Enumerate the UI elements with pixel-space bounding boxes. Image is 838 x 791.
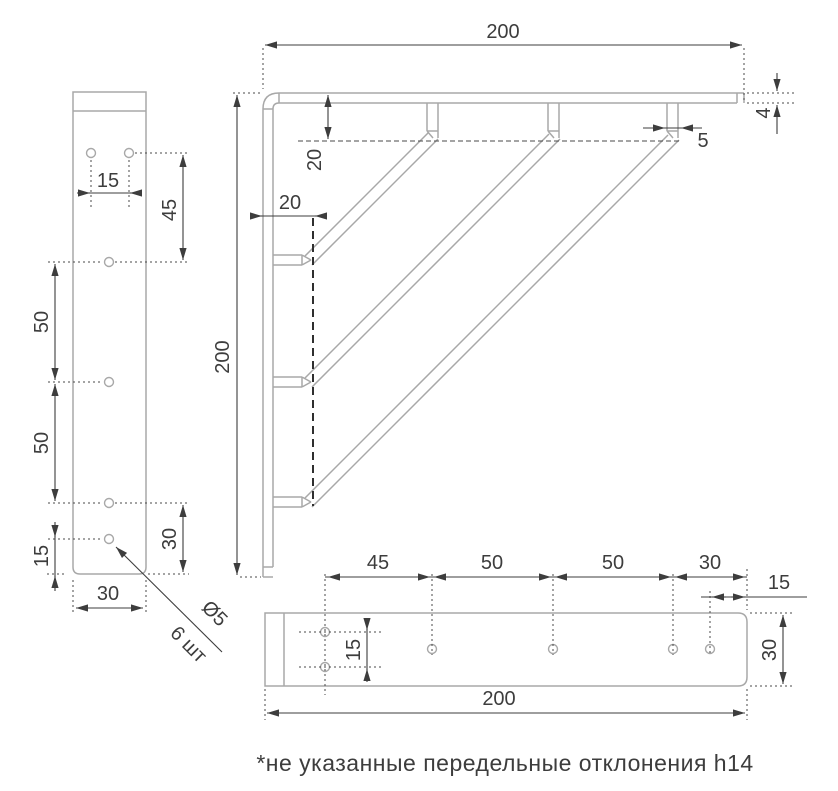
- front-hole-4: [103, 376, 115, 388]
- front-view-centerlines: [47, 152, 189, 614]
- strut-stub-1: [273, 254, 312, 266]
- dim-bottom-15-left: 15: [343, 639, 365, 661]
- diagonal-strut-1: [304, 132, 439, 266]
- dim-front-45: 45: [159, 199, 181, 221]
- strut-tab-1: [426, 103, 439, 139]
- dim-bottom-30: 30: [699, 552, 721, 574]
- dim-side-20-horizontal: 20: [279, 192, 301, 214]
- front-hole-2: [123, 147, 135, 159]
- front-view-dimensions: [51, 155, 223, 653]
- side-view-reference-lines: [233, 48, 796, 578]
- strut-stub-3: [273, 496, 312, 508]
- front-hole-1: [85, 147, 97, 159]
- front-hole-5: [103, 497, 115, 509]
- dim-front-50-upper: 50: [31, 311, 53, 333]
- dim-front-30-width: 30: [97, 583, 119, 605]
- dim-side-5: 5: [697, 130, 708, 152]
- tolerance-note: *не указанные передельные отклонения h14: [256, 750, 753, 776]
- dim-bottom-30-right: 30: [759, 639, 781, 661]
- dim-front-15-bottom: 15: [31, 545, 53, 567]
- bottom-hole-6: [704, 643, 716, 655]
- front-hole-3: [103, 256, 115, 268]
- diagonal-strut-2: [304, 133, 561, 388]
- leader-hole-count: 6 шт: [166, 622, 211, 667]
- bottom-view-dimensions: [267, 573, 807, 717]
- strut-tab-2: [547, 103, 560, 139]
- dim-bottom-45: 45: [367, 552, 389, 574]
- side-view-dimensions: [233, 41, 781, 575]
- dim-bottom-50-second: 50: [602, 552, 624, 574]
- diagonal-strut-3: [304, 134, 680, 508]
- dim-side-200-top: 200: [486, 21, 519, 43]
- dim-side-200-left: 200: [212, 340, 234, 373]
- dim-bottom-50-first: 50: [481, 552, 503, 574]
- hole-leader-line: [115, 546, 223, 653]
- side-view-outline: [262, 92, 745, 578]
- strut-stub-2: [273, 376, 312, 388]
- front-hole-6: [103, 533, 115, 545]
- bottom-view-outline: [264, 612, 748, 687]
- dim-front-30-right: 30: [159, 528, 181, 550]
- dim-bottom-15-right: 15: [768, 572, 790, 594]
- dim-bottom-200: 200: [482, 688, 515, 710]
- dim-side-20-vertical: 20: [304, 149, 326, 171]
- front-view-outline: [72, 91, 147, 575]
- leader-hole-diameter: Ø5: [197, 597, 231, 631]
- bottom-view-centerlines: [264, 569, 794, 720]
- dim-front-hole-pair-spacing: 15: [97, 170, 119, 192]
- dimension-labels: 15 45 50 50 15 30 30 Ø5 6 шт 200 200 20 …: [31, 21, 790, 710]
- dim-front-50-lower: 50: [31, 432, 53, 454]
- dim-side-4: 4: [753, 107, 775, 118]
- strut-tab-3: [666, 103, 679, 139]
